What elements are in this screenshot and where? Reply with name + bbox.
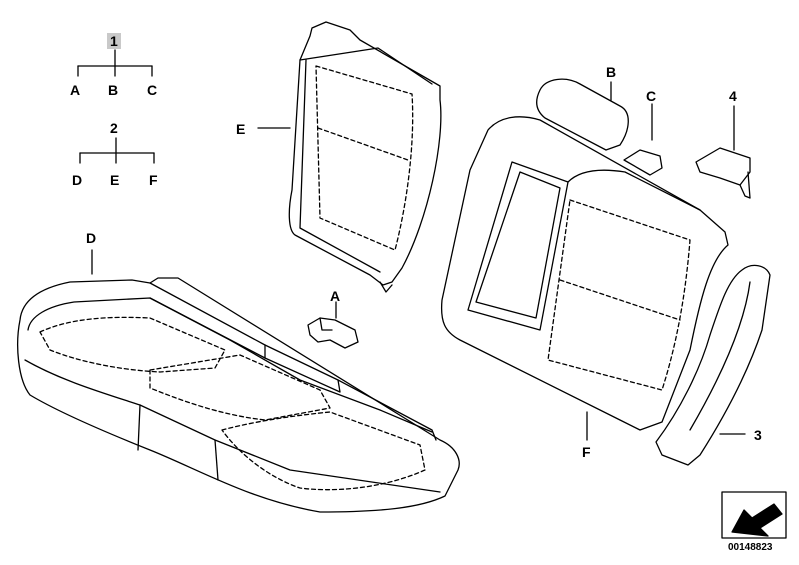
diagram-number: 00148823 [728,542,773,553]
small-pad-drawing [623,103,663,176]
bracket-drawing [695,105,751,199]
label-part-2: 2 [110,120,118,136]
label-bracket: 4 [729,88,737,104]
label-backrest-left: E [236,121,246,137]
backrest-right-drawing [440,116,729,441]
label-part-1-a: A [70,82,81,98]
label-part-2-d: D [72,172,83,188]
arrow-view-icon [721,491,787,539]
seat-cushion-drawing [17,249,460,513]
hinge-clip-drawing [307,301,359,349]
label-part-1-c: C [147,82,158,98]
tree-part-1-lines [77,49,153,77]
tree-part-2-lines [79,137,155,164]
label-part-2-f: F [149,172,158,188]
label-headrest-pad: B [606,64,617,80]
label-backrest-right: F [582,444,591,460]
label-part-2-e: E [110,172,120,188]
side-bolster-drawing [655,264,771,466]
label-hinge-clip: A [330,288,341,304]
backrest-left-drawing [257,21,442,293]
label-part-1: 1 [107,33,121,49]
headrest-pad-drawing [536,78,629,151]
label-seat-cushion: D [86,230,97,246]
label-side-bolster: 3 [754,427,762,443]
label-part-1-b: B [108,82,119,98]
label-small-pad: C [646,88,657,104]
